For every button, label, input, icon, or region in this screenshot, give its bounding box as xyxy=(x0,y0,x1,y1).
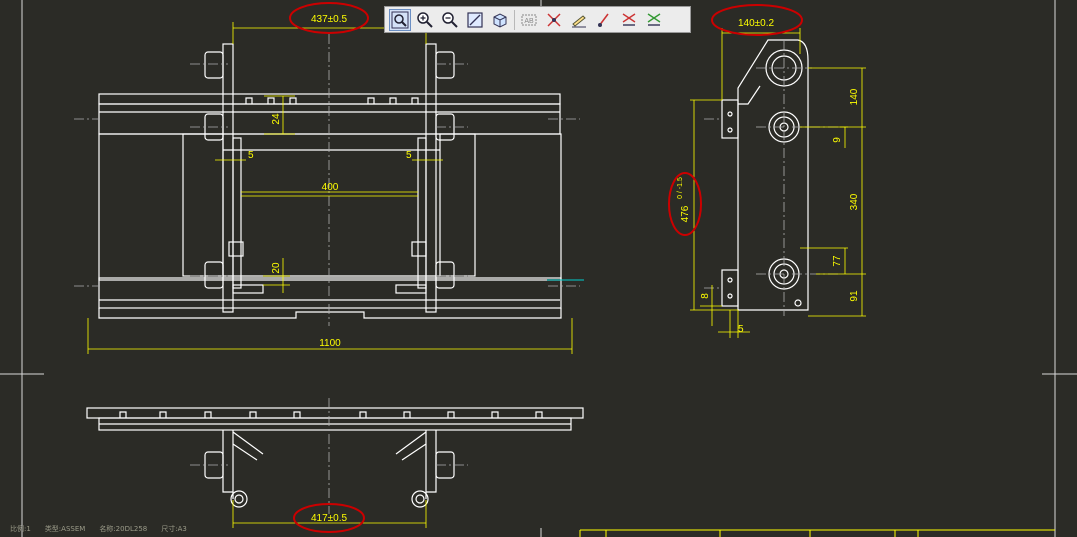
front-center-lines xyxy=(74,34,580,326)
status-name: 名称:20DL258 xyxy=(99,525,148,533)
annotation-toggle-icon xyxy=(572,14,586,27)
dimension-toggle-button[interactable] xyxy=(543,9,565,31)
highlight-front-top-width xyxy=(289,2,369,34)
dim-side-height-tolerance: 0 / -1.5 xyxy=(677,177,684,199)
zoom-out-button[interactable] xyxy=(439,9,461,31)
dimension-toggle-icon xyxy=(547,12,561,27)
dim-side-top-width: 140±0.2 xyxy=(738,18,775,29)
toolbar-separator xyxy=(514,9,515,30)
dim-side-left-small: 8 xyxy=(700,293,711,299)
show-dimensions-button[interactable] xyxy=(643,9,665,31)
side-center-lines xyxy=(704,40,840,316)
zoom-fit-button[interactable] xyxy=(464,9,486,31)
view-3d-button[interactable] xyxy=(489,9,511,31)
dim-side-height: 476 xyxy=(680,205,691,222)
dim-side-middle: 340 xyxy=(849,193,860,210)
view-3d-icon xyxy=(493,12,507,28)
zoom-in-button[interactable] xyxy=(414,9,436,31)
bottom-center-lines xyxy=(190,398,468,514)
dimension-texts: 437±0.5 140±0.2 24 5 5 400 20 1100 417±0… xyxy=(248,14,860,524)
zoom-out-icon xyxy=(442,11,458,28)
highlight-side-height xyxy=(668,172,702,236)
status-size: 尺寸:A3 xyxy=(161,525,187,533)
dim-side-upper: 140 xyxy=(849,88,860,105)
view-toolbar: AB xyxy=(384,6,691,33)
dim-gap-right: 5 xyxy=(406,150,412,161)
highlight-bottom-width xyxy=(293,503,365,533)
hide-dimensions-icon xyxy=(622,12,636,26)
dim-bottom-width: 417±0.5 xyxy=(311,513,348,524)
text-style-label: AB xyxy=(524,18,534,25)
status-scale: 比例:1 xyxy=(10,525,31,533)
dim-plate-thickness: 24 xyxy=(271,113,282,125)
zoom-fit-icon xyxy=(467,11,483,28)
text-style-button[interactable]: AB xyxy=(518,9,540,31)
dim-overall-width: 1100 xyxy=(319,338,341,349)
show-dimensions-icon xyxy=(647,12,661,26)
status-type: 类型:ASSEM xyxy=(44,525,86,533)
zoom-window-button[interactable] xyxy=(389,8,411,31)
highlight-side-top-width xyxy=(711,4,803,36)
front-view xyxy=(98,43,562,319)
dim-gap-left: 5 xyxy=(248,150,254,161)
sketch-toggle-icon xyxy=(598,13,609,27)
sketch-toggle-button[interactable] xyxy=(593,9,615,31)
dim-side-small: 9 xyxy=(832,137,843,143)
text-style-icon: AB xyxy=(521,14,537,25)
dim-side-bottom-small: 5 xyxy=(738,324,744,335)
title-block xyxy=(579,529,1055,537)
bottom-view xyxy=(86,407,584,508)
highlight-ellipses xyxy=(289,2,803,533)
dim-lower-offset: 20 xyxy=(271,262,282,274)
zoom-window-icon xyxy=(391,11,409,28)
status-bar: 比例:1 类型:ASSEM 名称:20DL258 尺寸:A3 xyxy=(10,524,187,536)
dim-side-lower: 77 xyxy=(832,255,843,267)
hide-dimensions-button[interactable] xyxy=(618,9,640,31)
side-view xyxy=(721,39,809,311)
dim-front-top-width: 437±0.5 xyxy=(311,14,348,25)
dim-inner-span: 400 xyxy=(322,182,339,193)
zoom-in-icon xyxy=(417,11,433,28)
dim-side-bottom: 91 xyxy=(849,290,860,302)
annotation-toggle-button[interactable] xyxy=(568,9,590,31)
dimension-lines xyxy=(87,22,866,528)
